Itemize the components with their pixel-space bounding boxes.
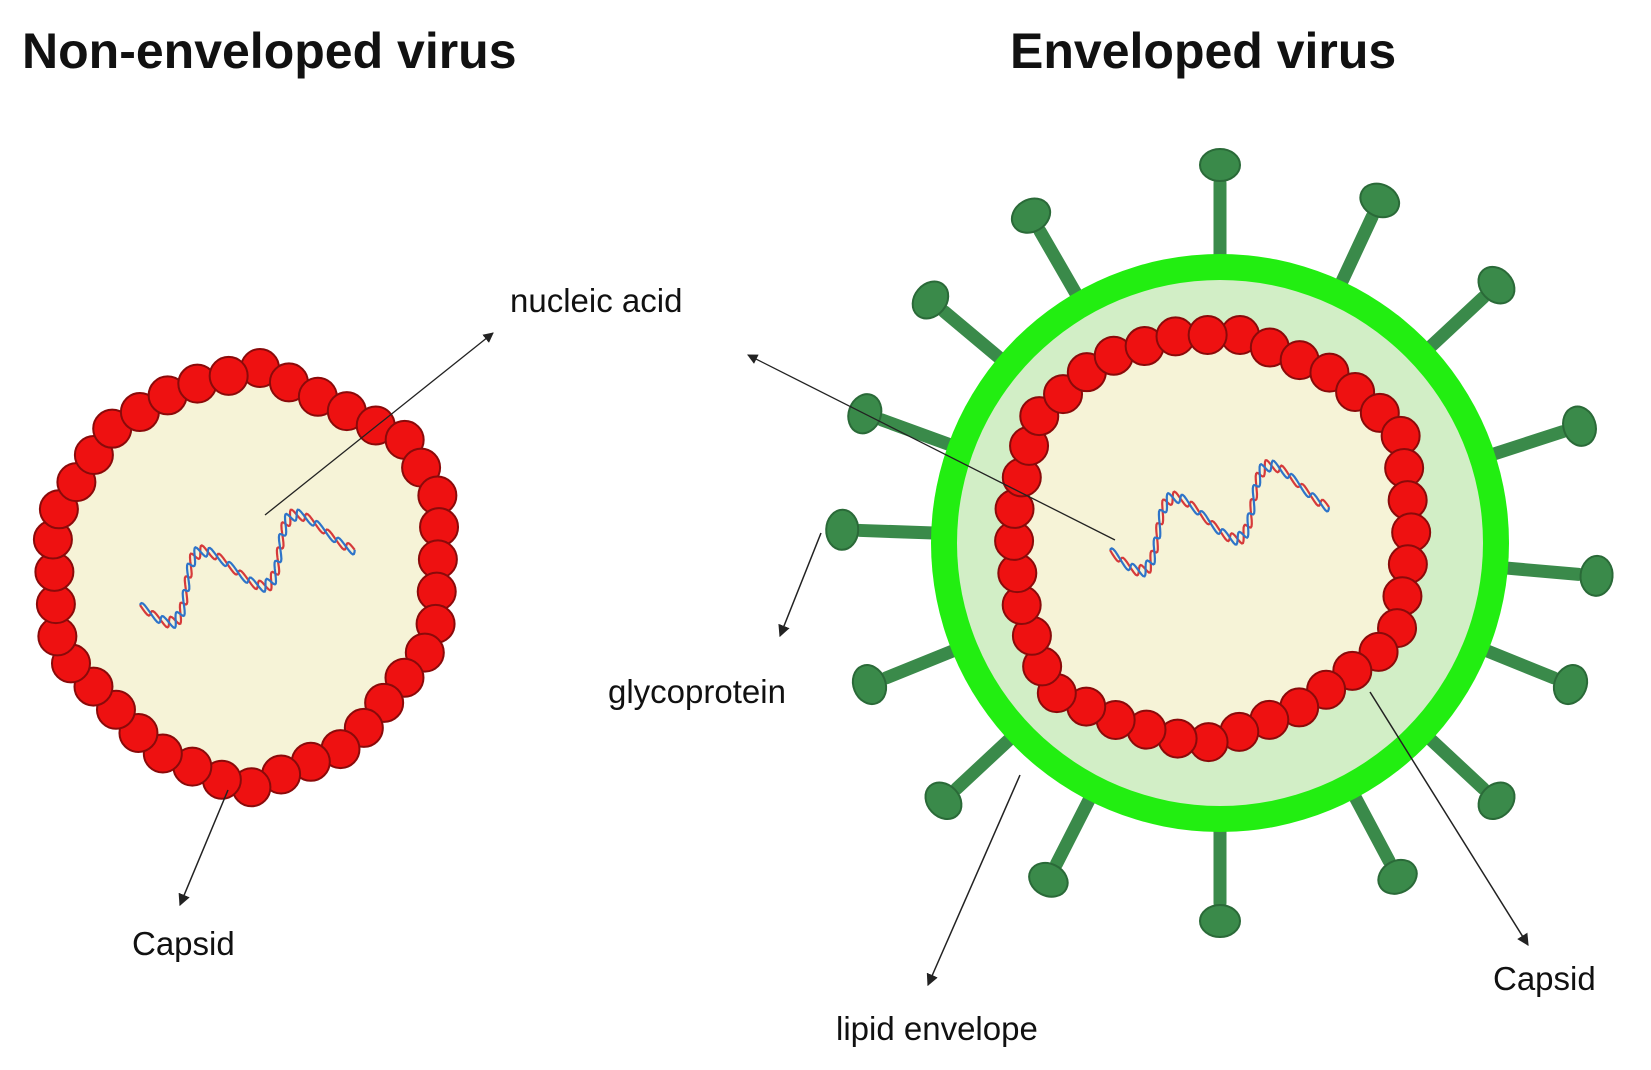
glycoprotein-arrow xyxy=(778,532,822,638)
glycoprotein-head xyxy=(1028,861,1069,898)
capsomere xyxy=(208,355,249,396)
right-capsid-shell xyxy=(994,315,1432,763)
non-enveloped-virus-title: Non-enveloped virus xyxy=(22,23,517,79)
glycoprotein-head xyxy=(1199,148,1241,182)
nucleic-acid-arrow-right xyxy=(747,354,1116,541)
nucleic-acid-arrow-left xyxy=(264,332,494,516)
glycoprotein-head xyxy=(825,508,860,551)
glycoprotein-head xyxy=(1579,554,1614,597)
lipid-envelope-arrow xyxy=(926,774,1021,987)
glycoprotein-head xyxy=(1562,405,1597,447)
glycoprotein-head xyxy=(1477,781,1516,821)
glycoprotein-head xyxy=(911,280,950,320)
left-capsid-interior xyxy=(52,368,440,790)
glycoprotein-label: glycoprotein xyxy=(608,673,786,710)
glycoprotein-head xyxy=(851,664,888,706)
left-nucleic-acid xyxy=(139,508,356,630)
right-nucleic-acid xyxy=(1109,459,1331,578)
dna-strand-b xyxy=(139,508,356,630)
glycoprotein-head xyxy=(924,781,963,821)
dna-strand-b xyxy=(1109,459,1331,578)
capsid-arrow-right xyxy=(1369,691,1529,947)
glycoprotein-head xyxy=(1552,664,1589,706)
capsid-label-right: Capsid xyxy=(1493,960,1596,997)
non-enveloped-virus xyxy=(32,348,460,808)
lipid-envelope-label: lipid envelope xyxy=(836,1010,1038,1047)
glycoprotein-head xyxy=(1359,182,1401,219)
glycoprotein-head xyxy=(1377,858,1418,895)
nucleic-acid-label: nucleic acid xyxy=(510,282,682,319)
capsomere xyxy=(1187,315,1228,355)
capsid-label-left: Capsid xyxy=(132,925,235,962)
annotation-arrows xyxy=(178,332,1529,987)
right-capsid-interior xyxy=(1012,335,1412,745)
capsid-arrow-left xyxy=(178,789,229,907)
left-capsid-shell xyxy=(32,348,460,808)
glycoprotein-head xyxy=(1199,904,1241,938)
enveloped-virus xyxy=(825,148,1614,938)
enveloped-virus-title: Enveloped virus xyxy=(1010,23,1396,79)
glycoprotein-head xyxy=(1477,265,1516,305)
glycoprotein-head xyxy=(1010,197,1052,234)
